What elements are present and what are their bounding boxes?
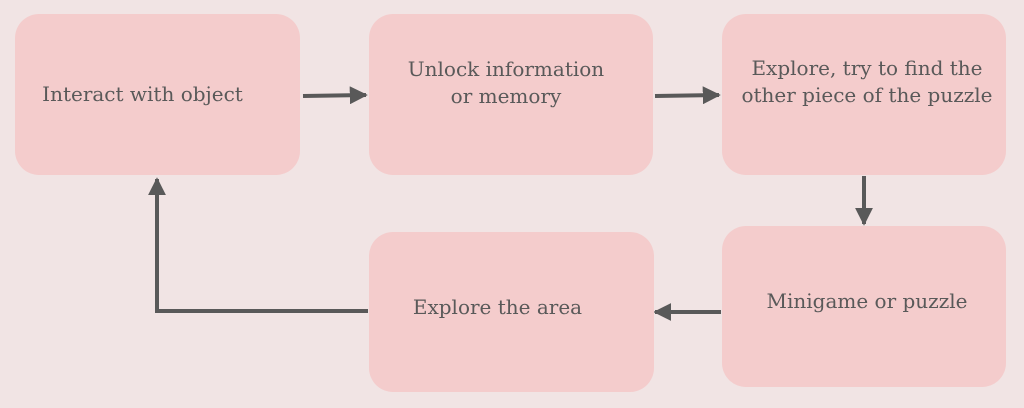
node-label: Explore, try to find the other piece of … bbox=[741, 55, 993, 107]
node-label: Interact with object bbox=[42, 82, 243, 106]
arrow-unlock-to-explore-find bbox=[654, 86, 721, 105]
node-minigame-or-puzzle: Minigame or puzzle bbox=[722, 226, 1006, 387]
node-unlock-information: Unlock information or memory bbox=[369, 14, 653, 175]
node-explore-the-area: Explore the area bbox=[369, 232, 654, 392]
arrow-interact-to-unlock bbox=[302, 86, 368, 105]
node-interact-with-object: Interact with object bbox=[15, 14, 300, 175]
node-label: Explore the area bbox=[412, 294, 583, 319]
arrow-explore-area-to-interact bbox=[148, 177, 368, 313]
node-label: Unlock information or memory bbox=[407, 56, 605, 108]
node-explore-find-piece: Explore, try to find the other piece of … bbox=[722, 14, 1006, 175]
node-label: Minigame or puzzle bbox=[766, 289, 968, 313]
